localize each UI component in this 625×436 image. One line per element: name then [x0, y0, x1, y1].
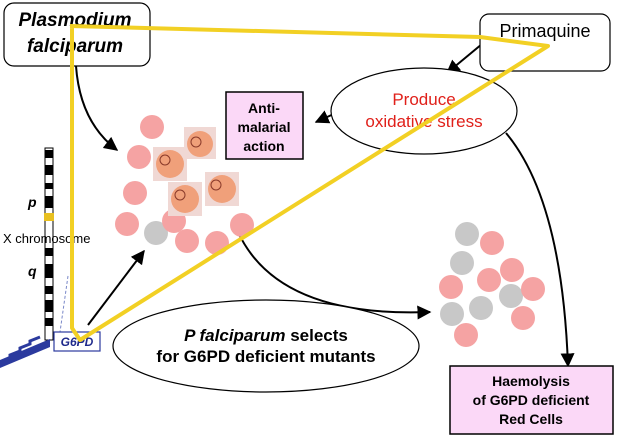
red-cell: [140, 115, 164, 139]
selects-line1: P falciparum selects: [184, 326, 348, 345]
red-cell: [477, 268, 501, 292]
primaquine-label: Primaquine: [499, 21, 590, 41]
oxidative-stress-line2: oxidative stress: [365, 112, 482, 131]
deficient-cell: [469, 296, 493, 320]
parasite-ring: [159, 154, 171, 166]
red-cell: [439, 275, 463, 299]
selects-line1-rest: selects: [286, 326, 348, 345]
plasmodium-label-line2: falciparum: [27, 36, 123, 57]
red-cell: [230, 213, 254, 237]
red-cell: [511, 306, 535, 330]
plasmodium-box: [3, 2, 151, 67]
oxidative-stress-line1: Produce: [392, 90, 455, 109]
parasite-ring: [210, 179, 222, 191]
mutant-cell-cluster: [439, 222, 545, 347]
antimalarial-line2: malarial: [238, 119, 291, 135]
red-cell: [175, 229, 199, 253]
oxidative-stress-ellipse: [330, 67, 518, 155]
deficient-cell: [144, 221, 168, 245]
p-arm-label: p: [27, 194, 37, 210]
arrow-parasite-to-cells: [75, 65, 119, 151]
deficient-cell: [440, 302, 464, 326]
haemolysis-box: [449, 365, 614, 435]
deficient-cell: [499, 284, 523, 308]
red-cell: [454, 323, 478, 347]
selects-line1-italic: P falciparum: [184, 326, 285, 345]
selects-ellipse: [112, 299, 420, 393]
antimalarial-line1: Anti-: [248, 100, 280, 116]
chromosome-zoom-wedge: [0, 339, 50, 368]
zoom-guide-line: [59, 275, 69, 333]
arrow-gene-to-deficient-cell: [87, 249, 145, 326]
arrow-primaquine-to-stress: [445, 43, 483, 74]
parasite-ring: [190, 136, 202, 148]
selects-line2: for G6PD deficient mutants: [156, 347, 375, 366]
red-cell: [115, 212, 139, 236]
haemolysis-line2: of G6PD deficient: [473, 392, 590, 408]
deficient-cell: [455, 222, 479, 246]
x-chromosome: [44, 147, 54, 341]
parasite-ring: [174, 189, 186, 201]
red-cell: [127, 145, 151, 169]
red-cell: [205, 231, 229, 255]
infected-cell: [156, 150, 184, 178]
red-cell: [480, 231, 504, 255]
chromosome-zoom-steps: [0, 335, 41, 364]
x-chromosome-label: X chromosome: [3, 231, 90, 246]
haemolysis-line3: Red Cells: [499, 411, 563, 427]
antimalarial-box: [225, 91, 304, 160]
arrow-cells-to-mutant-cells: [237, 231, 432, 320]
red-cell: [521, 277, 545, 301]
infected-cell: [208, 175, 236, 203]
red-cell: [123, 181, 147, 205]
red-cell-cluster: [115, 115, 254, 255]
red-cell: [500, 258, 524, 282]
yellow-link-line: [69, 24, 550, 342]
deficient-cell: [450, 251, 474, 275]
infected-cell: [171, 185, 199, 213]
antimalarial-line3: action: [243, 138, 284, 154]
q-arm-label: q: [28, 263, 37, 279]
haemolysis-line1: Haemolysis: [492, 373, 570, 389]
arrow-stress-to-haemolysis: [505, 132, 575, 368]
primaquine-box: [479, 13, 611, 72]
